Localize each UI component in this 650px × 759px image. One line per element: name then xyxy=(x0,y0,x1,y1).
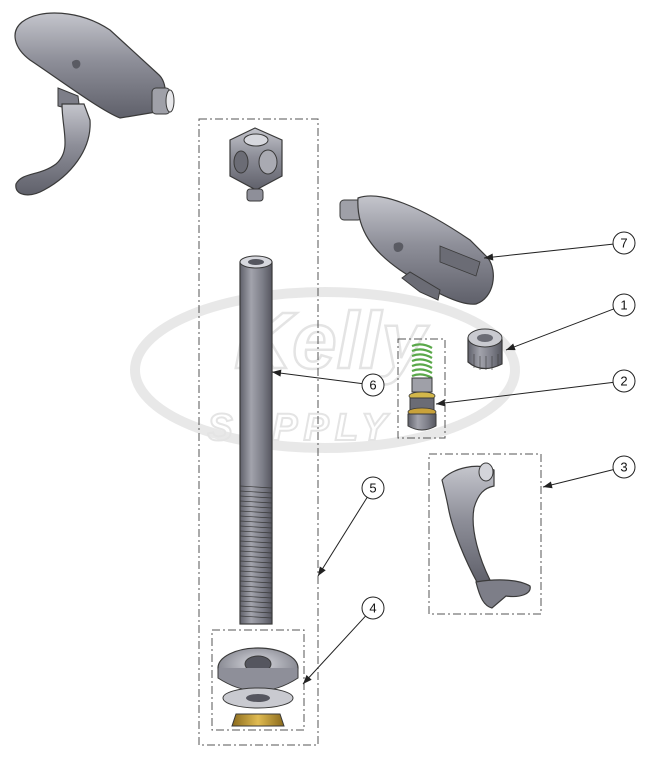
callout-3-leader-line xyxy=(542,469,614,488)
callout-5-label: 5 xyxy=(369,481,376,496)
riser-assembly-box xyxy=(198,118,319,746)
assembled-spray-head-image xyxy=(14,12,175,196)
tee-fitting-image xyxy=(229,127,283,202)
callout-7-label: 7 xyxy=(620,236,627,251)
callout-3-circle xyxy=(612,455,636,479)
callout-4-leader-line xyxy=(302,615,366,685)
callout-7-arrowhead xyxy=(484,253,494,261)
callout-layer: 1 2 3 4 5 6 7 xyxy=(271,231,636,685)
riser-pipe-image xyxy=(239,255,273,625)
callout-5-circle xyxy=(361,476,385,500)
callout-1-leader-line xyxy=(505,308,614,351)
callout-2-label: 2 xyxy=(620,374,627,389)
callout-2-leader-line xyxy=(435,381,614,405)
callout-1-label: 1 xyxy=(620,298,627,313)
callout-1-circle xyxy=(612,293,636,317)
spray-head-body-image xyxy=(339,195,494,305)
callout-3-arrowhead xyxy=(543,481,553,489)
callout-2-circle xyxy=(612,369,636,393)
lever-handle-image xyxy=(441,462,531,609)
callout-6-leader-line xyxy=(271,371,363,385)
callout-2-arrowhead xyxy=(436,399,446,407)
callout-4-label: 4 xyxy=(369,601,376,616)
callout-7-leader-line xyxy=(483,243,614,259)
callout-7-circle xyxy=(612,231,636,255)
flange-and-nut-image xyxy=(217,647,299,727)
lever-box xyxy=(428,453,542,615)
callout-5-arrowhead xyxy=(318,566,326,576)
valve-cartridge-image xyxy=(407,343,437,431)
callout-6-label: 6 xyxy=(369,378,376,393)
callout-4-arrowhead xyxy=(303,675,312,684)
watermark-tagline: SUPPLY xyxy=(207,407,392,449)
cartridge-box xyxy=(397,338,446,439)
callout-6-circle xyxy=(361,373,385,397)
callout-1-arrowhead xyxy=(506,343,516,351)
callout-4-circle xyxy=(361,596,385,620)
callout-5-leader-line xyxy=(317,497,368,577)
cap-image xyxy=(467,328,503,370)
callout-3-label: 3 xyxy=(620,460,627,475)
watermark-logo: Kelly SUPPLY xyxy=(130,287,520,453)
callout-6-arrowhead xyxy=(272,369,282,377)
